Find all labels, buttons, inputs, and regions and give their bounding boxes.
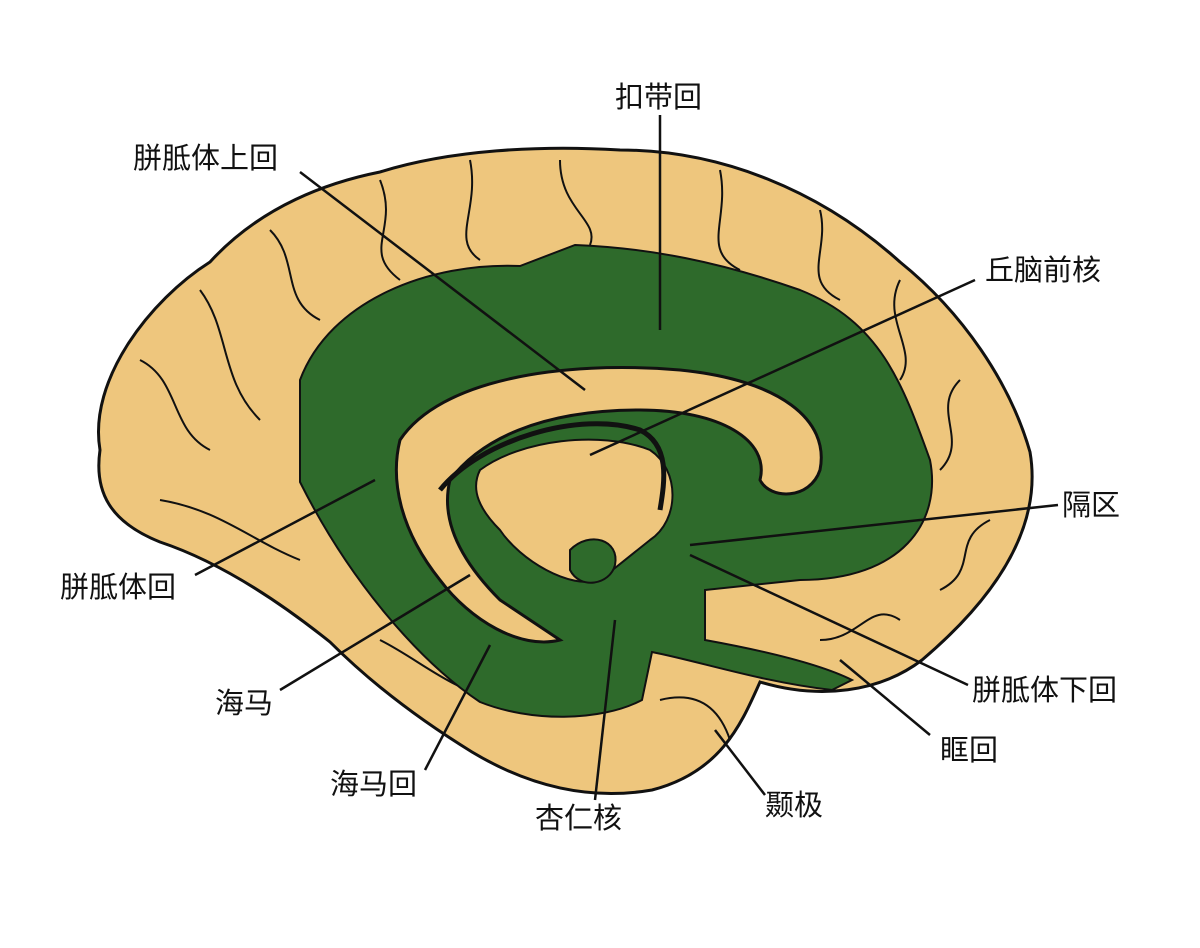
corpus-callosum-cavity xyxy=(394,366,823,644)
amygdala-shape xyxy=(569,538,617,584)
leader-line-orbital xyxy=(839,659,931,736)
leader-line-anterior-thalamic xyxy=(589,278,976,457)
leader-line-subcallosal xyxy=(689,553,969,687)
label-callosal-gyrus: 胼胝体回 xyxy=(60,570,177,604)
thalamus-area xyxy=(475,438,674,583)
label-amygdala: 杏仁核 xyxy=(535,801,623,835)
label-subcallosal-gyrus: 胼胝体下回 xyxy=(972,673,1118,707)
label-parahippocampal-gyrus: 海马回 xyxy=(330,767,418,801)
label-cingulate-gyrus: 扣带回 xyxy=(615,80,703,114)
label-anterior-thalamic-nucleus: 丘脑前核 xyxy=(985,253,1102,287)
label-temporal-pole: 颞极 xyxy=(765,788,824,822)
label-orbital-gyrus: 眶回 xyxy=(940,733,999,767)
leader-line-temporal-pole xyxy=(714,729,766,796)
leader-line-amygdala xyxy=(593,619,617,801)
label-supracallosal-gyrus: 胼胝体上回 xyxy=(133,141,279,175)
label-hippocampus: 海马 xyxy=(215,686,274,720)
label-septal-area: 隔区 xyxy=(1062,488,1121,522)
leader-line-parahippocampal xyxy=(423,644,492,771)
fornix xyxy=(438,421,667,511)
leader-line-callosal xyxy=(194,478,376,577)
leader-line-supracallosal xyxy=(299,171,586,391)
leader-line-hippocampus xyxy=(279,573,471,692)
leader-line-septal xyxy=(689,503,1059,547)
leader-lines xyxy=(194,115,1059,801)
